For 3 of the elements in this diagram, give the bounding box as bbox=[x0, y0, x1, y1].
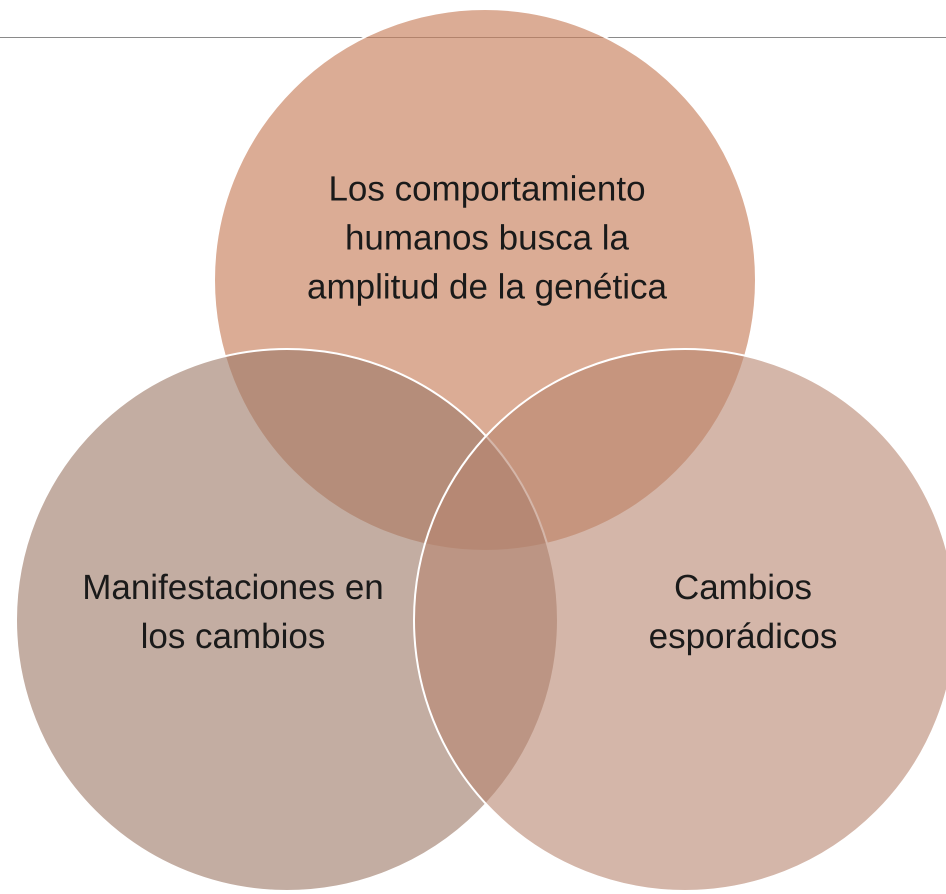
circle-label: Manifestaciones en los cambios bbox=[81, 567, 385, 658]
circle-label: Los comportamiento humanos busca la amplitud de la genética bbox=[306, 168, 668, 308]
circle-label: Cambios esporádicos bbox=[648, 567, 838, 658]
